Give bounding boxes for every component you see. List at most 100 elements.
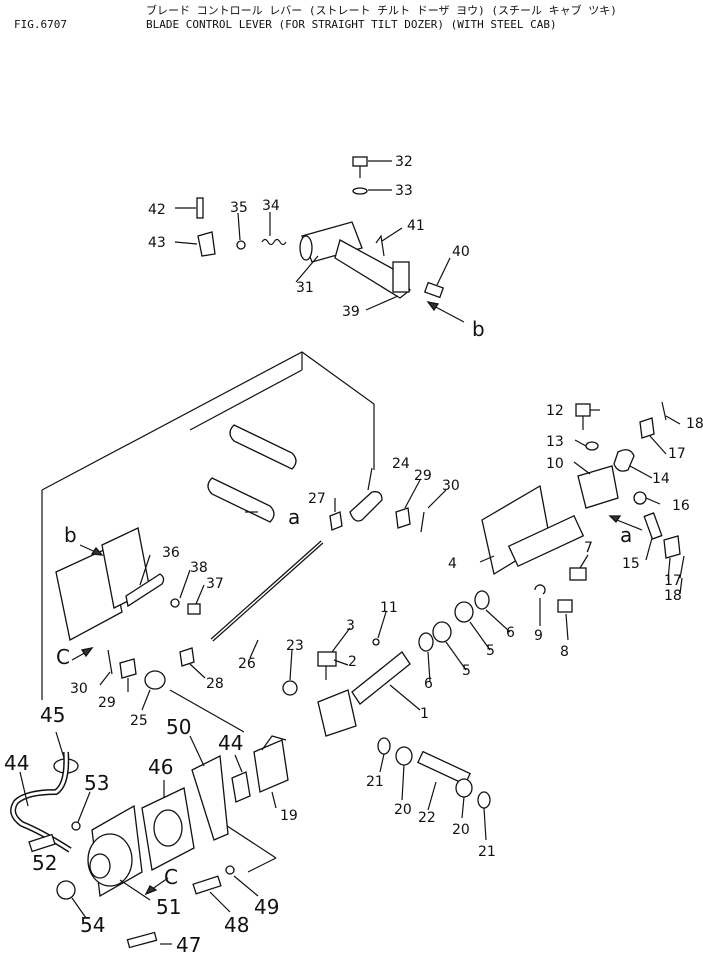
callout-11: 11 bbox=[380, 600, 398, 616]
figure-number: FIG.6707 bbox=[14, 18, 67, 31]
callout-51: 51 bbox=[156, 895, 181, 919]
nut-27 bbox=[329, 511, 343, 531]
pin-42 bbox=[196, 197, 204, 219]
bolt-48 bbox=[192, 875, 222, 895]
callout-53: 53 bbox=[84, 771, 109, 795]
nut-28 bbox=[179, 647, 195, 667]
callout-31: 31 bbox=[296, 280, 314, 296]
lever-bracket bbox=[317, 689, 357, 737]
callout-7: 7 bbox=[584, 540, 593, 556]
callout-23: 23 bbox=[286, 638, 304, 654]
ball-35 bbox=[236, 240, 246, 250]
ref-label-a-left: a bbox=[288, 505, 300, 529]
callout-35: 35 bbox=[230, 200, 248, 216]
shaft-1 bbox=[351, 651, 411, 705]
plate-50 bbox=[191, 754, 229, 841]
callout-22: 22 bbox=[418, 810, 436, 826]
callout-43: 43 bbox=[148, 235, 166, 251]
callout-44-left: 44 bbox=[4, 751, 29, 775]
spring-34 bbox=[261, 238, 287, 246]
title-japanese: ブレード コントロール レバー (ストレート チルト ドーザ ヨウ) (スチール… bbox=[146, 4, 617, 17]
bushing-20-right bbox=[455, 778, 473, 798]
washer-13 bbox=[585, 441, 599, 451]
callout-49: 49 bbox=[254, 895, 279, 919]
ref-label-c-left: C bbox=[56, 645, 70, 669]
washer-5-lower bbox=[432, 621, 452, 643]
callout-19: 19 bbox=[280, 808, 298, 824]
ref-label-a-right: a bbox=[620, 523, 632, 547]
washer-53 bbox=[71, 821, 81, 831]
callout-17-upper: 17 bbox=[668, 446, 686, 462]
callout-52: 52 bbox=[32, 851, 57, 875]
callout-41: 41 bbox=[407, 218, 425, 234]
callout-5-upper: 5 bbox=[486, 643, 495, 659]
callout-10: 10 bbox=[546, 456, 564, 472]
callout-21-right: 21 bbox=[478, 844, 496, 860]
knob-23 bbox=[282, 680, 298, 696]
lower-linkage bbox=[169, 689, 491, 873]
callout-6-lower: 6 bbox=[424, 676, 433, 692]
callout-47: 47 bbox=[176, 933, 201, 955]
bolt-32 bbox=[352, 156, 368, 167]
pin-18-lower bbox=[679, 555, 685, 579]
snap-ring-9 bbox=[534, 584, 546, 595]
lever-10 bbox=[577, 465, 619, 509]
callout-25: 25 bbox=[130, 713, 148, 729]
nut-16 bbox=[633, 491, 647, 505]
callout-16: 16 bbox=[672, 498, 690, 514]
callout-3: 3 bbox=[346, 618, 355, 634]
callout-45: 45 bbox=[40, 703, 65, 727]
callout-38: 38 bbox=[190, 560, 208, 576]
left-bracket-plate bbox=[55, 511, 259, 711]
callout-37: 37 bbox=[206, 576, 224, 592]
callout-30-right: 30 bbox=[442, 478, 460, 494]
callout-9: 9 bbox=[534, 628, 543, 644]
nut-17-lower bbox=[663, 535, 681, 559]
callout-20-right: 20 bbox=[452, 822, 470, 838]
right-bracket-assembly bbox=[479, 401, 685, 641]
callout-54: 54 bbox=[80, 913, 105, 937]
callout-21-left: 21 bbox=[366, 774, 384, 790]
tube-4 bbox=[507, 514, 585, 568]
rod-end-24 bbox=[349, 491, 383, 522]
callout-27: 27 bbox=[308, 491, 326, 507]
callout-33: 33 bbox=[395, 183, 413, 199]
washer-6-upper bbox=[474, 590, 490, 610]
pin-30-right bbox=[420, 511, 425, 533]
nut-25 bbox=[144, 670, 166, 690]
callout-18-lower: 18 bbox=[664, 588, 682, 604]
callout-29-left: 29 bbox=[98, 695, 116, 711]
lever-handles bbox=[207, 424, 324, 642]
callout-46: 46 bbox=[148, 755, 173, 779]
callout-26: 26 bbox=[238, 656, 256, 672]
ring-54 bbox=[56, 880, 76, 900]
washer-49 bbox=[225, 865, 235, 875]
lever-36 bbox=[125, 573, 165, 608]
gasket-46-hole bbox=[153, 809, 183, 847]
bolt-7 bbox=[569, 567, 587, 581]
spring-pin-41 bbox=[375, 234, 385, 257]
rod-end-14 bbox=[613, 449, 635, 472]
nut-29-left bbox=[119, 658, 137, 679]
bolt-3 bbox=[317, 651, 337, 667]
callout-12: 12 bbox=[546, 403, 564, 419]
ball-11 bbox=[372, 638, 380, 646]
pin-22 bbox=[417, 750, 471, 786]
upper-lever-grip bbox=[229, 424, 297, 470]
pin-40 bbox=[423, 281, 445, 299]
ref-label-c-bottom: C bbox=[164, 865, 178, 889]
callout-48: 48 bbox=[224, 913, 249, 937]
callout-50: 50 bbox=[166, 715, 191, 739]
nut-21-right bbox=[477, 791, 491, 809]
bolt-12 bbox=[575, 403, 591, 417]
bottom-left-assembly bbox=[10, 731, 259, 949]
callout-14: 14 bbox=[652, 471, 670, 487]
bolt-8 bbox=[557, 599, 573, 613]
block-19 bbox=[253, 739, 289, 793]
pin-18-upper bbox=[661, 401, 667, 421]
washer-33 bbox=[352, 187, 368, 195]
callout-18-upper: 18 bbox=[686, 416, 703, 432]
callout-15: 15 bbox=[622, 556, 640, 572]
